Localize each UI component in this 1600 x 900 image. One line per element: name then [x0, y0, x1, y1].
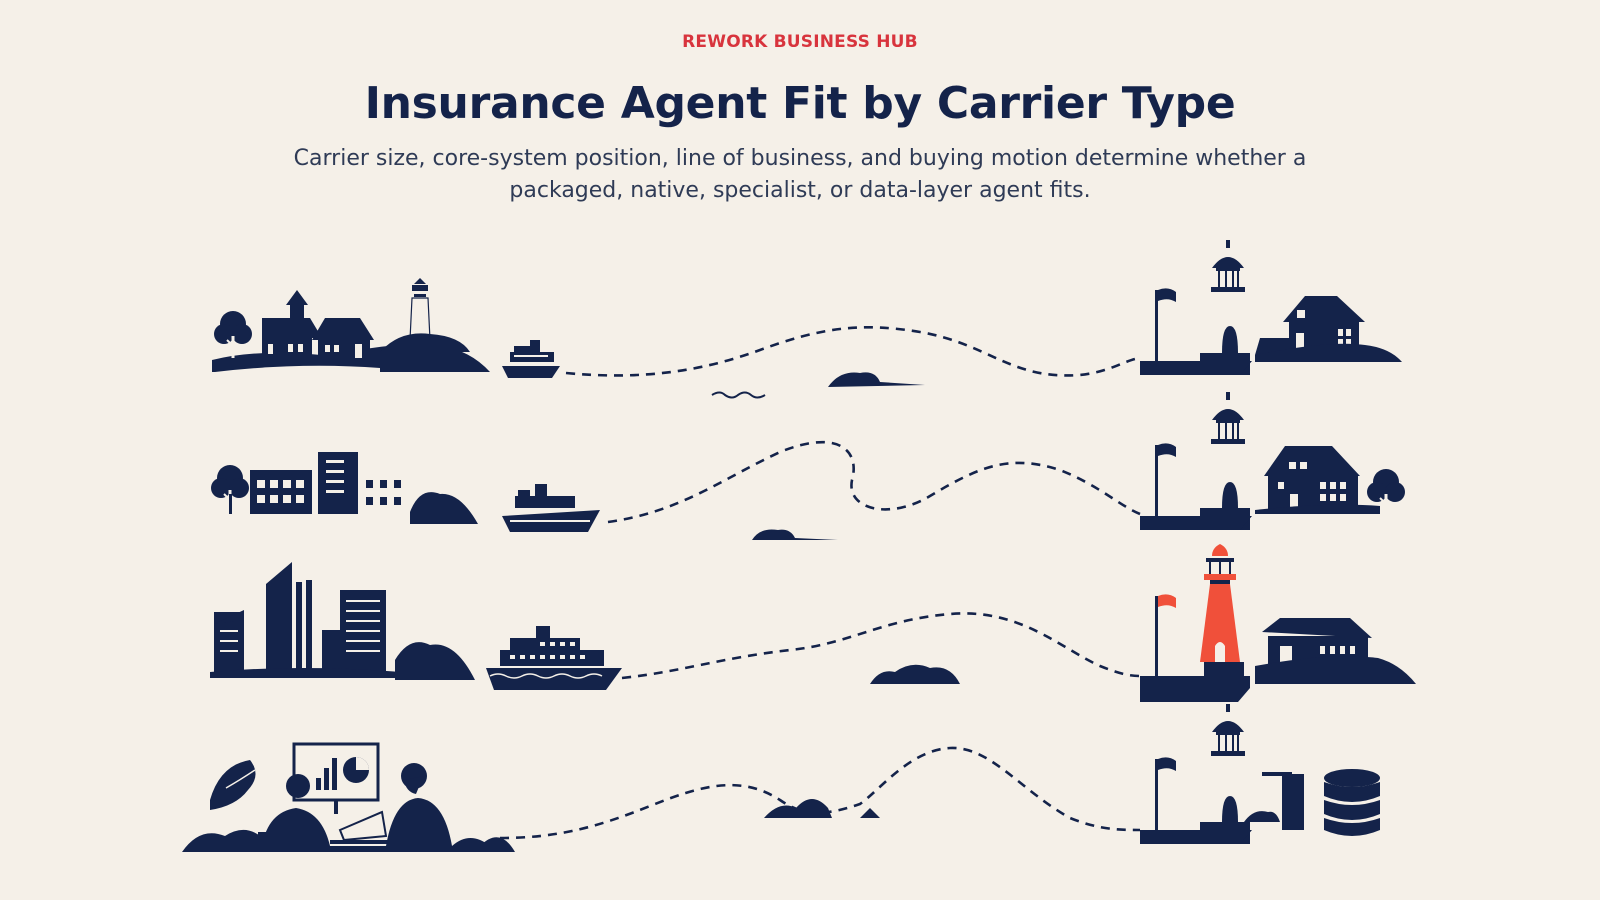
harbor-house-icon [1140, 392, 1406, 530]
brand-label: REWORK BUSINESS HUB [682, 32, 918, 52]
row-4-journey [182, 704, 1380, 852]
row-3-journey [210, 544, 1416, 702]
row-1-journey [212, 240, 1402, 399]
large-ship-icon [486, 626, 622, 690]
harbor-house-icon [1140, 240, 1402, 375]
city-skyline-icon [210, 562, 475, 680]
small-town-icon [212, 278, 490, 372]
row-2-journey [210, 392, 1406, 540]
analysts-dashboard-icon [182, 742, 515, 852]
medium-ship-icon [502, 484, 600, 532]
small-boat-icon [502, 340, 560, 378]
database-icon [1140, 704, 1380, 844]
red-lighthouse-icon [1140, 544, 1416, 702]
page-subtitle: Carrier size, core-system position, line… [293, 146, 1307, 203]
office-buildings-icon [210, 452, 478, 524]
page-title: Insurance Agent Fit by Carrier Type [364, 78, 1236, 129]
